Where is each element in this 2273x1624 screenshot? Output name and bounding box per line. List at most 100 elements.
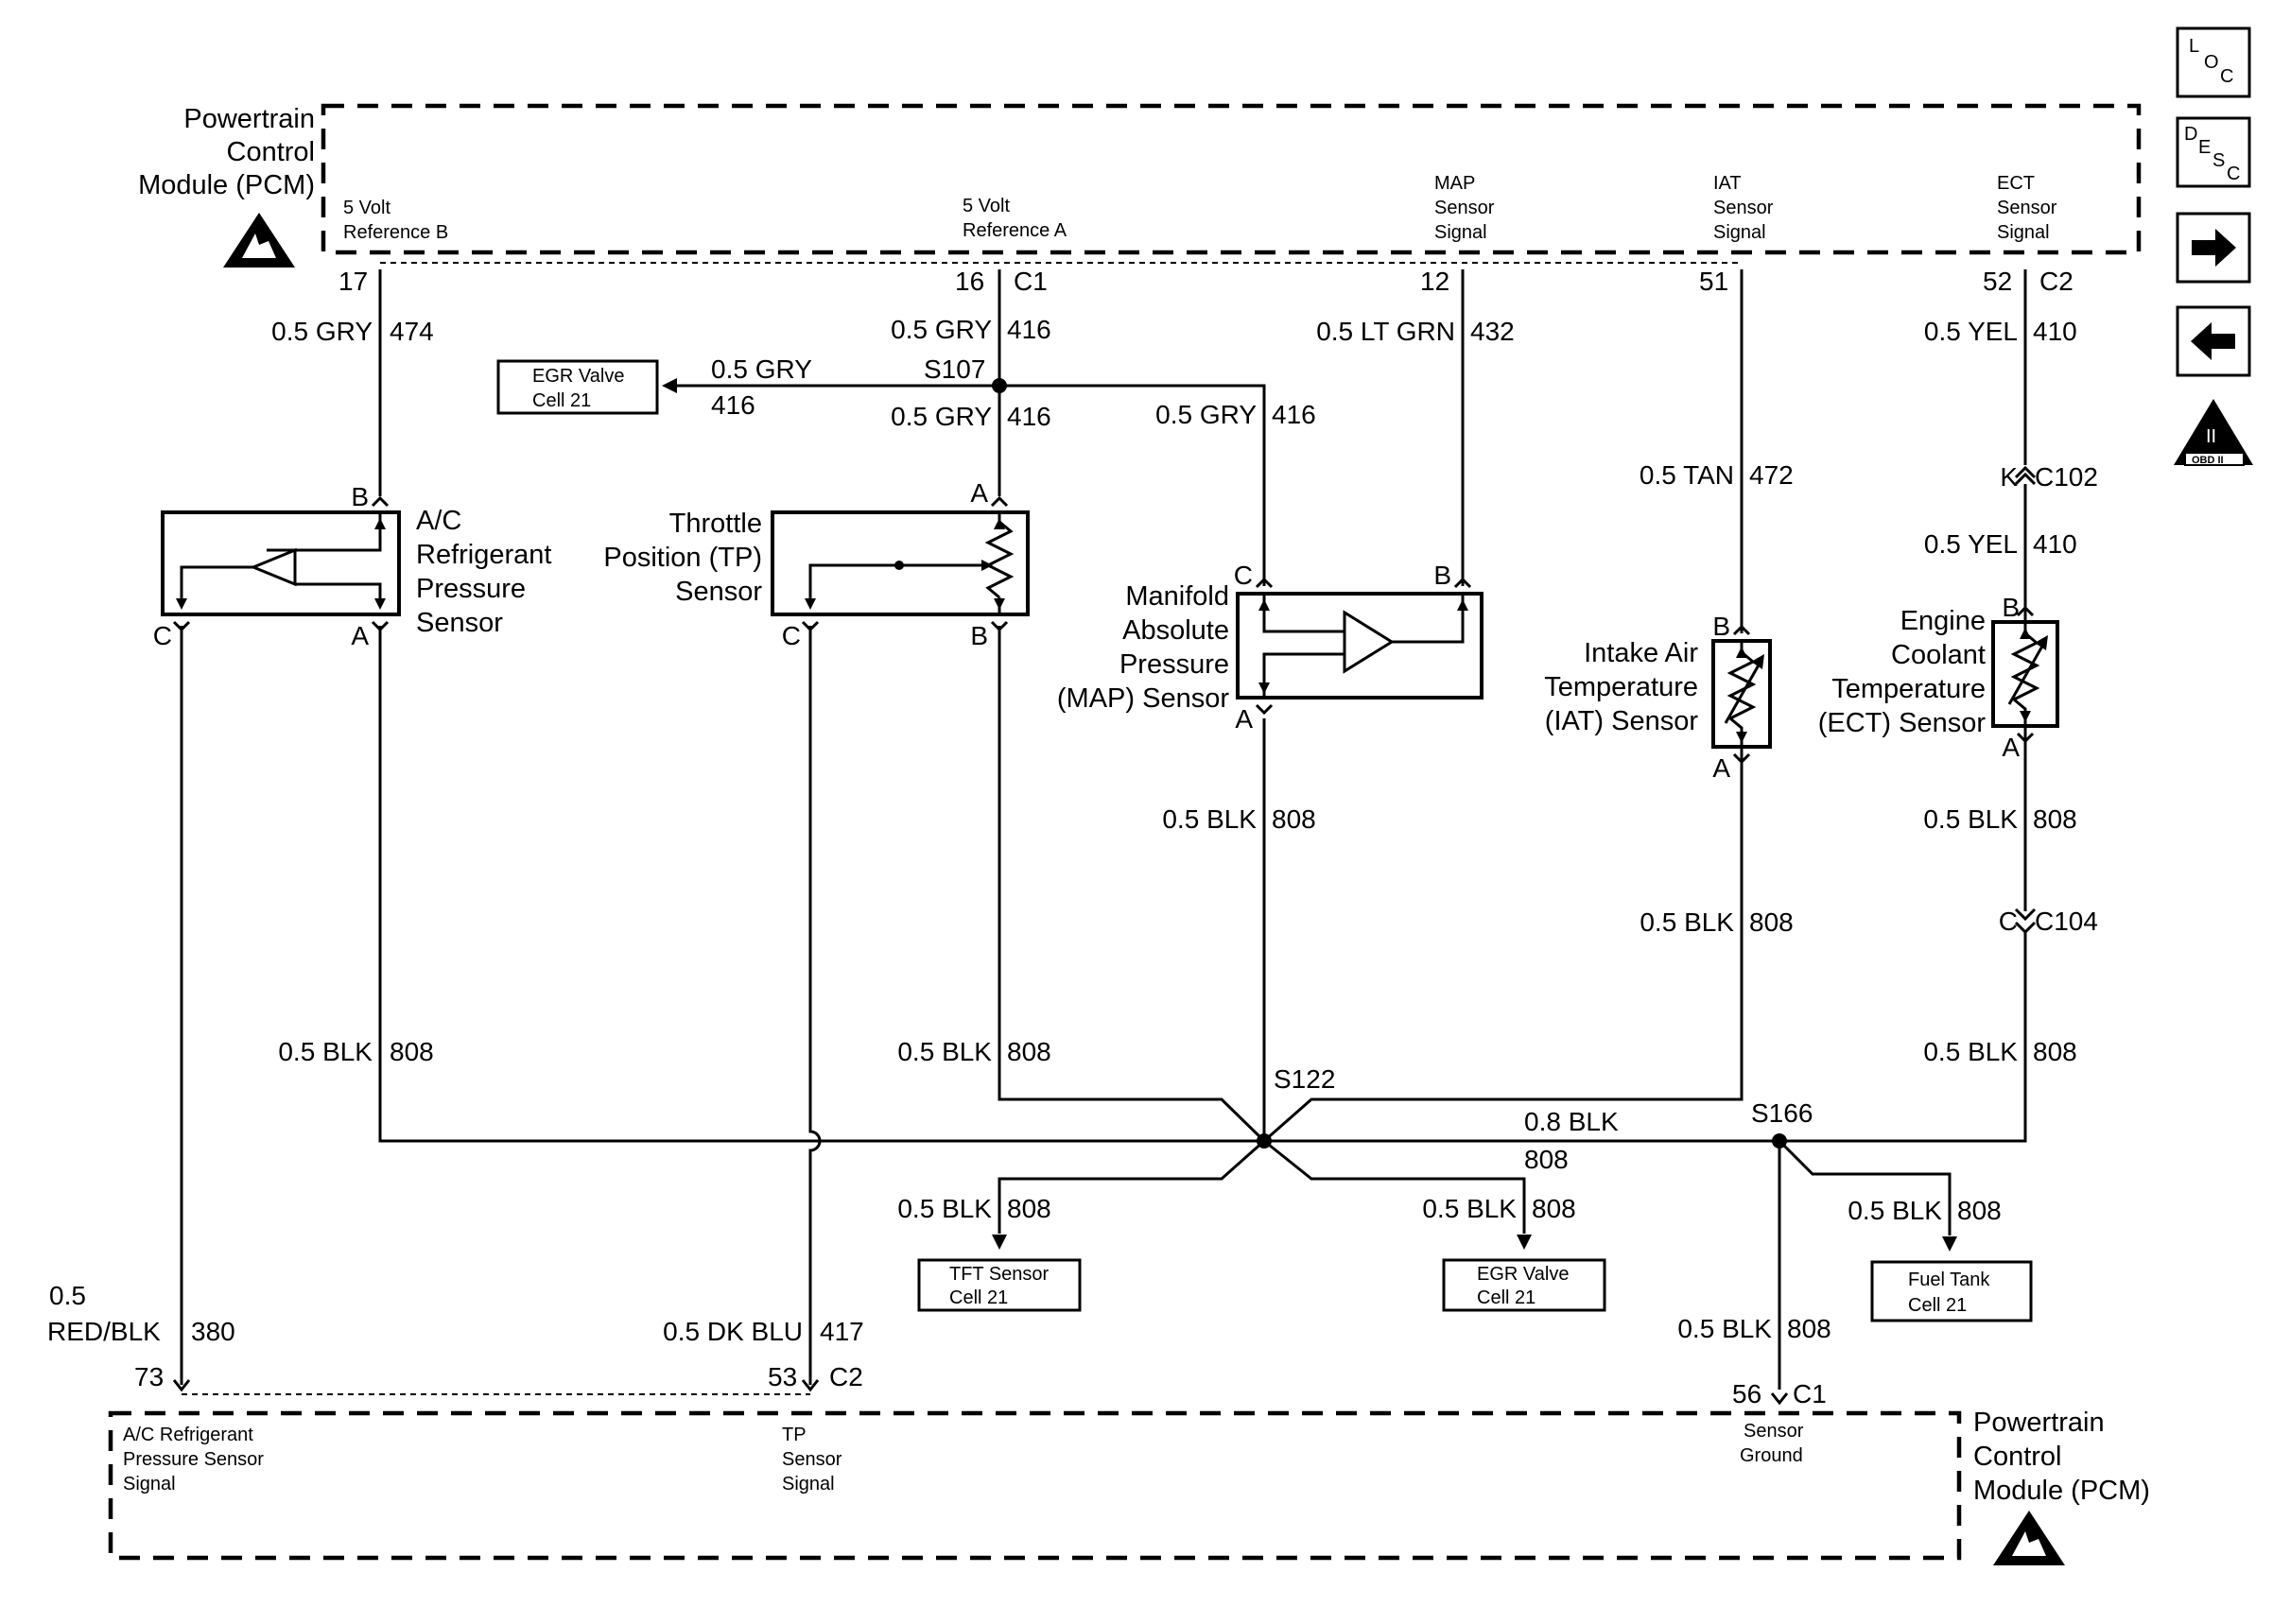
ac-name-1: A/C (416, 506, 461, 536)
wires (180, 269, 2027, 1390)
pin-label-gnd-1: Sensor (1744, 1421, 1804, 1442)
loc-letter-l: L (2189, 36, 2199, 57)
wire-808-ac-size: 0.5 BLK (278, 1037, 373, 1066)
ref-egr-valve-bottom: EGR Valve Cell 21 (1442, 1258, 1606, 1312)
wire-472-size: 0.5 TAN (1640, 460, 1734, 490)
splice-s122-dot (1257, 1133, 1272, 1149)
wire-808-map-size: 0.5 BLK (1162, 804, 1257, 834)
pin-label-ect-3: Signal (1997, 222, 2050, 243)
pin-label-ref-a-2: Reference A (963, 220, 1067, 241)
splice-s107: S107 (924, 354, 985, 384)
wire-474-circuit: 474 (390, 317, 434, 346)
loc-letter-c: C (2220, 66, 2233, 87)
obd-label: OBD II (2192, 455, 2224, 466)
pin-label-tp-3: Signal (782, 1474, 835, 1494)
wire-416-tp-circuit: 416 (1007, 402, 1051, 431)
pin-56: 56 (1732, 1379, 1761, 1408)
iat-name-1: Intake Air (1584, 638, 1698, 668)
wire-380-size-1: 0.5 (49, 1281, 86, 1310)
wire-808-ac-circuit: 808 (390, 1037, 434, 1066)
desc-button[interactable]: D E S C (2176, 116, 2251, 188)
ect-pin-a: A (2002, 733, 2020, 762)
pin-label-ac-3: Signal (123, 1474, 176, 1494)
ref-fuel-2: Cell 21 (1908, 1295, 1967, 1316)
pin-label-tp-2: Sensor (782, 1449, 842, 1470)
ac-pin-b: B (351, 482, 369, 511)
ac-name-4: Sensor (416, 608, 503, 638)
ac-name-3: Pressure (416, 574, 526, 604)
obd-ii-button[interactable]: II OBD II (2174, 399, 2253, 466)
wire-808-tft-size: 0.5 BLK (897, 1194, 992, 1223)
map-name-1: Manifold (1125, 581, 1229, 612)
splice-s122: S122 (1274, 1064, 1335, 1094)
ref-egr-bottom-1: EGR Valve (1477, 1264, 1569, 1285)
wire-808-tp-circuit: 808 (1007, 1037, 1051, 1066)
back-arrow-icon (2191, 322, 2235, 360)
pin-label-iat-3: Signal (1713, 222, 1766, 243)
wire-432-circuit: 432 (1470, 317, 1515, 346)
ref-egr-top-1: EGR Valve (532, 366, 624, 387)
obd-ii-icon: II OBD II (2174, 399, 2253, 466)
pin-label-map-2: Sensor (1434, 198, 1495, 218)
ect-sensor: B A Engine Coolant Temperature (ECT) Sen… (1818, 593, 2059, 762)
splice-s166: S166 (1751, 1098, 1813, 1128)
tp-pin-b: B (970, 621, 988, 650)
ref-egr-bottom-2: Cell 21 (1477, 1287, 1536, 1308)
pin-label-ref-a-1: 5 Volt (963, 196, 1010, 216)
ect-name-2: Coolant (1891, 640, 1986, 670)
pcm-bottom: 73 53 C2 56 C1 A/C Refrigerant Pressure … (108, 1362, 2150, 1565)
pin-12: 12 (1420, 267, 1449, 296)
conn-c1-top: C1 (1014, 267, 1048, 296)
pin-label-map-1: MAP (1434, 173, 1475, 194)
wire-416-map-circuit: 416 (1272, 400, 1316, 429)
desc-letter-s: S (2212, 150, 2225, 171)
wire-380-circuit: 380 (191, 1317, 235, 1346)
ref-egr-valve-top: EGR Valve Cell 21 (496, 359, 659, 415)
pcm-top-outline (321, 103, 2142, 255)
ect-name-3: Temperature (1831, 674, 1986, 704)
pcm-bottom-title-3: Module (PCM) (1973, 1476, 2150, 1506)
ac-pin-c: C (153, 621, 172, 650)
forward-arrow-icon (2192, 229, 2236, 267)
ref-fuel-1: Fuel Tank (1908, 1270, 1990, 1290)
pin-label-ac-2: Pressure Sensor (123, 1449, 264, 1470)
wire-410-top-size: 0.5 YEL (1924, 317, 2018, 346)
wire-808-iat-size: 0.5 BLK (1640, 907, 1734, 937)
tp-name-3: Sensor (675, 577, 762, 607)
wire-474-size: 0.5 GRY (271, 317, 373, 346)
connector-c104-symbol (2014, 907, 2037, 922)
wire-808-egr-circuit: 808 (1532, 1194, 1576, 1223)
iat-pin-a: A (1712, 753, 1730, 783)
conn-c1-bottom: C1 (1793, 1379, 1827, 1408)
conn-c2-top: C2 (2039, 267, 2073, 296)
connector-c104-name: C104 (2035, 907, 2098, 936)
connector-c104-pin: C (1999, 907, 2018, 936)
splice-s107-dot (992, 378, 1007, 393)
wire-808-iat-circuit: 808 (1749, 907, 1794, 937)
pin-label-ect-1: ECT (1997, 173, 2035, 194)
pin-label-ac-1: A/C Refrigerant (123, 1425, 253, 1445)
tp-sensor: A C B Throttle Position (TP) Sensor (603, 478, 1030, 650)
pcm-bottom-title-2: Control (1973, 1442, 2062, 1472)
loc-button[interactable]: L O C (2176, 26, 2251, 98)
wire-808-ect2-size: 0.5 BLK (1923, 1037, 2018, 1066)
esd-warning-icon (1993, 1511, 2065, 1565)
forward-button[interactable] (2176, 212, 2251, 284)
pin-label-gnd-2: Ground (1740, 1445, 1803, 1466)
wire-416-egr-size: 0.5 GRY (711, 354, 812, 384)
wire-808-tp-size: 0.5 BLK (897, 1037, 992, 1066)
map-name-4: (MAP) Sensor (1057, 683, 1229, 714)
wire-417-circuit: 417 (820, 1317, 864, 1346)
ac-name-2: Refrigerant (416, 540, 551, 570)
wire-808-fuel-size: 0.5 BLK (1848, 1196, 1942, 1225)
pin-17: 17 (338, 267, 368, 296)
wire-808-fuel-circuit: 808 (1957, 1196, 2002, 1225)
map-pin-a: A (1235, 704, 1253, 734)
splice-s166-dot (1772, 1133, 1787, 1149)
pin-label-tp-1: TP (782, 1425, 807, 1445)
back-button[interactable] (2176, 305, 2251, 377)
wire-410-top-circuit: 410 (2033, 317, 2077, 346)
wire-808-main-size: 0.8 BLK (1524, 1107, 1619, 1136)
pcm-top-title-3: Module (PCM) (138, 170, 315, 200)
